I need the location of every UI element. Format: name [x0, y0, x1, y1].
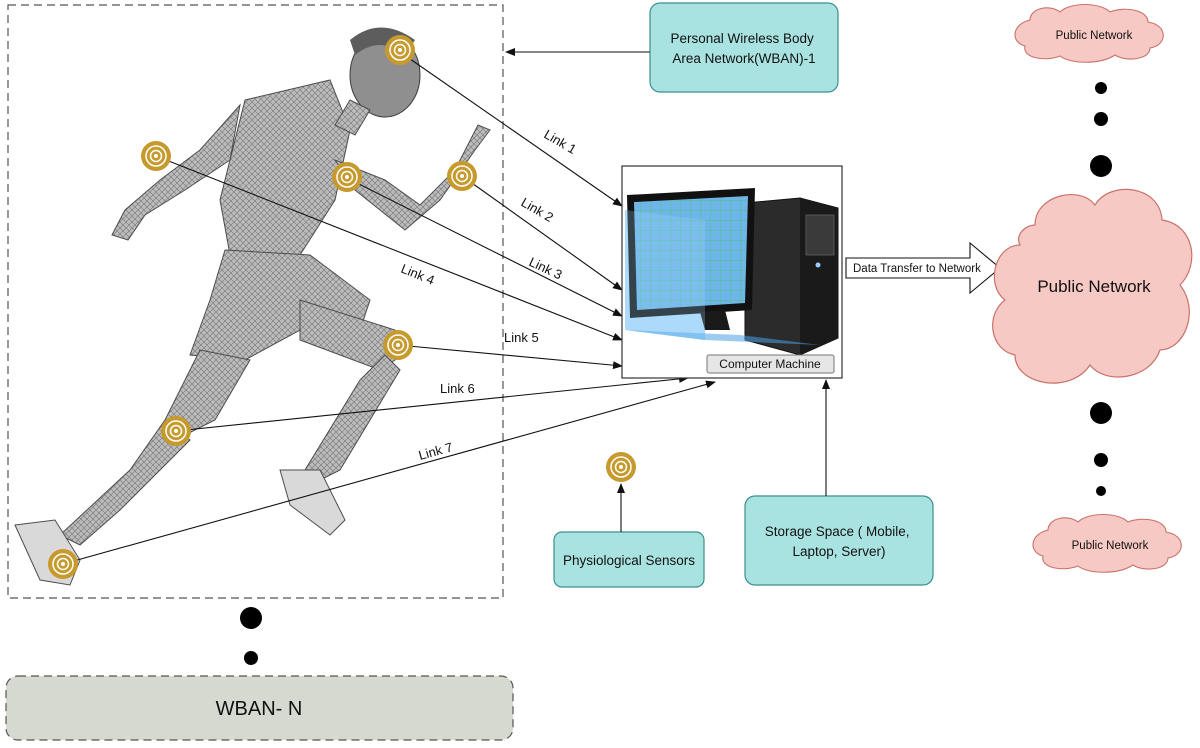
public-network-main-label: Public Network	[1037, 277, 1151, 296]
wban-ellipsis-dots	[240, 607, 262, 665]
link-3-line	[346, 177, 623, 317]
computer-machine-label-box	[706, 354, 835, 374]
physiological-sensors-box	[553, 531, 705, 588]
svg-text:Storage Space ( Mobile, La: Storage Space ( Mobile, Laptop, Server)	[765, 524, 914, 559]
body-sensors	[48, 35, 477, 579]
wban-n-label: WBAN- N	[216, 698, 303, 720]
link-5-label: Link 5	[504, 330, 539, 345]
storage-box	[744, 495, 934, 586]
sensor-icon	[48, 549, 78, 579]
runner-figure	[14, 27, 491, 586]
physiological-sensors-label: Physiological Sensors	[563, 553, 695, 568]
sensor-icon	[332, 162, 362, 192]
links	[62, 51, 716, 565]
sensor-icon	[161, 416, 191, 446]
data-transfer-arrow	[845, 241, 1001, 295]
link-2-line	[461, 175, 623, 291]
link-6-label: Link 6	[440, 381, 475, 396]
public-network-bottom-label: Public Network	[1072, 540, 1149, 552]
sensor-icon	[606, 452, 636, 482]
wban-1-label-line1: Personal Wireless Body	[670, 31, 814, 46]
link-4-line	[155, 155, 623, 341]
cloud-icon	[992, 188, 1193, 384]
link-6-line	[175, 374, 689, 432]
sensor-icon	[141, 141, 171, 171]
computer-machine-label: Computer Machine	[719, 357, 821, 371]
wban-1-label-line2: Area Network(WBAN)-1	[672, 51, 815, 66]
sensor-icon	[447, 161, 477, 191]
wban-1-box	[649, 2, 839, 93]
cloud-icon	[1032, 513, 1182, 573]
link-1-label: Link 1	[542, 127, 580, 157]
link-7-label: Link 7	[417, 439, 454, 462]
svg-text:Personal Wireless Body Are: Personal Wireless Body Area Network(WBAN…	[670, 31, 817, 66]
storage-label-line2: Laptop, Server)	[792, 544, 885, 559]
link-1-line	[399, 51, 623, 207]
storage-label-line1: Storage Space ( Mobile,	[765, 524, 910, 539]
public-network-top-label: Public Network	[1056, 30, 1133, 42]
sensor-icon	[383, 330, 413, 360]
wban-1-frame	[7, 4, 504, 599]
cloud-icon	[1014, 3, 1164, 63]
wban-n-box	[5, 675, 514, 741]
data-transfer-label: Data Transfer to Network	[853, 263, 981, 275]
computer-icon	[625, 188, 839, 356]
network-ellipsis-dots	[1090, 82, 1112, 496]
link-7-line	[62, 380, 716, 565]
link-5-line	[397, 344, 623, 370]
sensor-icon	[385, 35, 415, 65]
